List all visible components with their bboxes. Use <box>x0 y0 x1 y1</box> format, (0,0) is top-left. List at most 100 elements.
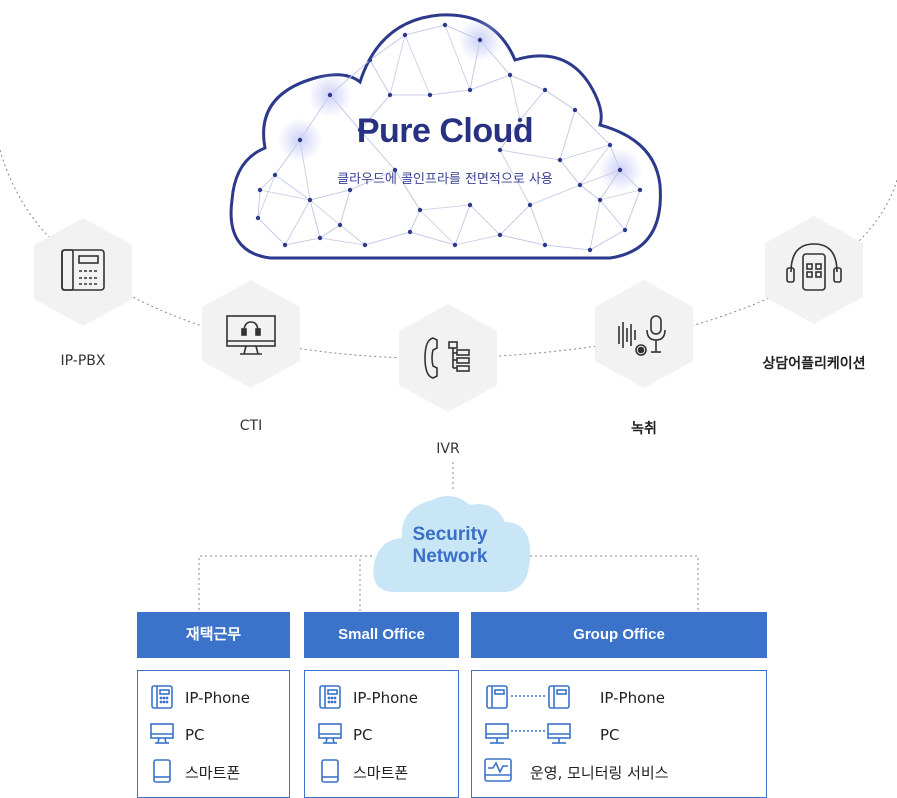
mesh-line <box>499 119 521 151</box>
security-line-2: Network <box>412 546 488 567</box>
mesh-line <box>257 217 286 246</box>
mesh-line <box>559 144 611 161</box>
node-label-recording: 녹취 <box>631 421 657 437</box>
mesh-line <box>499 149 561 161</box>
pc-pair-icon <box>485 723 571 744</box>
mesh-dot <box>307 197 313 203</box>
recording-microphone-icon <box>618 315 666 356</box>
mesh-line <box>319 224 341 239</box>
mesh-dot <box>477 37 483 43</box>
connector-home <box>198 555 372 612</box>
mesh-dot <box>467 202 473 208</box>
mesh-dot <box>597 197 603 203</box>
mesh-dot <box>402 32 408 38</box>
office-group-item-3: 운영, 모니터링 서비스 <box>530 764 669 782</box>
mesh-line <box>429 89 471 96</box>
connector-small <box>359 555 372 612</box>
mesh-line <box>309 189 351 201</box>
mesh-line <box>499 204 531 236</box>
mesh-line <box>359 94 391 131</box>
mesh-dot <box>367 57 373 63</box>
mesh-line <box>284 199 311 246</box>
cloud-network-mesh <box>255 18 643 253</box>
mesh-dot <box>272 172 278 178</box>
ip-phone-pair-icon <box>486 685 570 709</box>
monitoring-server-icon <box>484 758 512 782</box>
mesh-dot <box>452 242 458 248</box>
node-ivr <box>399 304 497 412</box>
mesh-dot <box>442 22 448 28</box>
mesh-line <box>454 234 501 246</box>
office-group-item-1: IP-Phone <box>600 689 666 707</box>
mesh-line <box>394 169 421 211</box>
mesh-dot <box>407 229 413 235</box>
node-recording <box>595 280 693 388</box>
mesh-line <box>259 174 276 191</box>
mesh-line <box>309 199 321 239</box>
mesh-line <box>389 34 406 96</box>
mesh-line <box>319 237 366 246</box>
mesh-line <box>499 149 531 206</box>
mesh-line <box>409 231 456 246</box>
mesh-dot <box>427 92 433 98</box>
office-small-item-2: PC <box>353 726 373 744</box>
mesh-line <box>509 74 521 121</box>
cloud-title: Pure Cloud <box>356 112 534 150</box>
mesh-line <box>559 109 576 161</box>
mesh-dot <box>507 72 513 78</box>
security-network-label: Security Network <box>382 524 518 568</box>
office-home-item-1: IP-Phone <box>185 689 251 707</box>
mesh-line <box>404 34 431 96</box>
mesh-dot <box>572 107 578 113</box>
phone-menu-icon <box>424 337 470 379</box>
mesh-line <box>339 224 366 246</box>
mesh-dot <box>392 167 398 173</box>
mesh-line <box>499 234 546 246</box>
desk-phone-icon <box>61 249 105 291</box>
mesh-dot <box>637 187 643 193</box>
office-box-group <box>471 670 767 798</box>
mesh-line <box>579 184 601 201</box>
office-small-item-1: IP-Phone <box>353 689 419 707</box>
node-counseling-app <box>765 216 863 324</box>
mesh-line <box>409 209 421 233</box>
ip-phone-icon <box>151 685 173 709</box>
mesh-dot <box>527 202 533 208</box>
mesh-line <box>369 34 406 61</box>
ip-phone-icon <box>319 685 341 709</box>
connector-group <box>530 555 699 612</box>
mesh-line <box>284 237 321 246</box>
mesh-dot <box>255 215 261 221</box>
office-header-home: 재택근무 <box>137 612 290 658</box>
office-small-item-3: 스마트폰 <box>353 764 409 782</box>
mesh-line <box>404 24 446 36</box>
security-line-1: Security <box>412 524 488 545</box>
mesh-line <box>339 189 351 226</box>
mesh-line <box>349 169 396 191</box>
cloud-subtitle: 클라우드에 콜인프라를 전면적으로 사용 <box>337 172 553 187</box>
mesh-dot <box>347 187 353 193</box>
mesh-dot <box>337 222 343 228</box>
office-header-small: Small Office <box>304 612 459 658</box>
mesh-line <box>419 209 456 246</box>
mesh-dot <box>607 142 613 148</box>
node-label-ivr: IVR <box>436 441 460 457</box>
mesh-line <box>624 189 641 231</box>
smartphone-icon <box>153 759 171 783</box>
mesh-dot <box>257 187 263 193</box>
mesh-dot <box>587 247 593 253</box>
office-home-item-2: PC <box>185 726 205 744</box>
mesh-dot <box>297 137 303 143</box>
mesh-dot <box>557 157 563 163</box>
security-network-cloud <box>373 496 531 592</box>
mesh-line <box>469 204 501 236</box>
mesh-line <box>419 204 471 211</box>
mesh-dot <box>357 127 363 133</box>
mesh-dot <box>497 147 503 153</box>
mesh-line <box>544 89 576 111</box>
mesh-dot <box>542 87 548 93</box>
mesh-dot <box>497 232 503 238</box>
mesh-dot <box>362 242 368 248</box>
mesh-line <box>257 189 261 219</box>
mesh-line <box>574 109 611 146</box>
